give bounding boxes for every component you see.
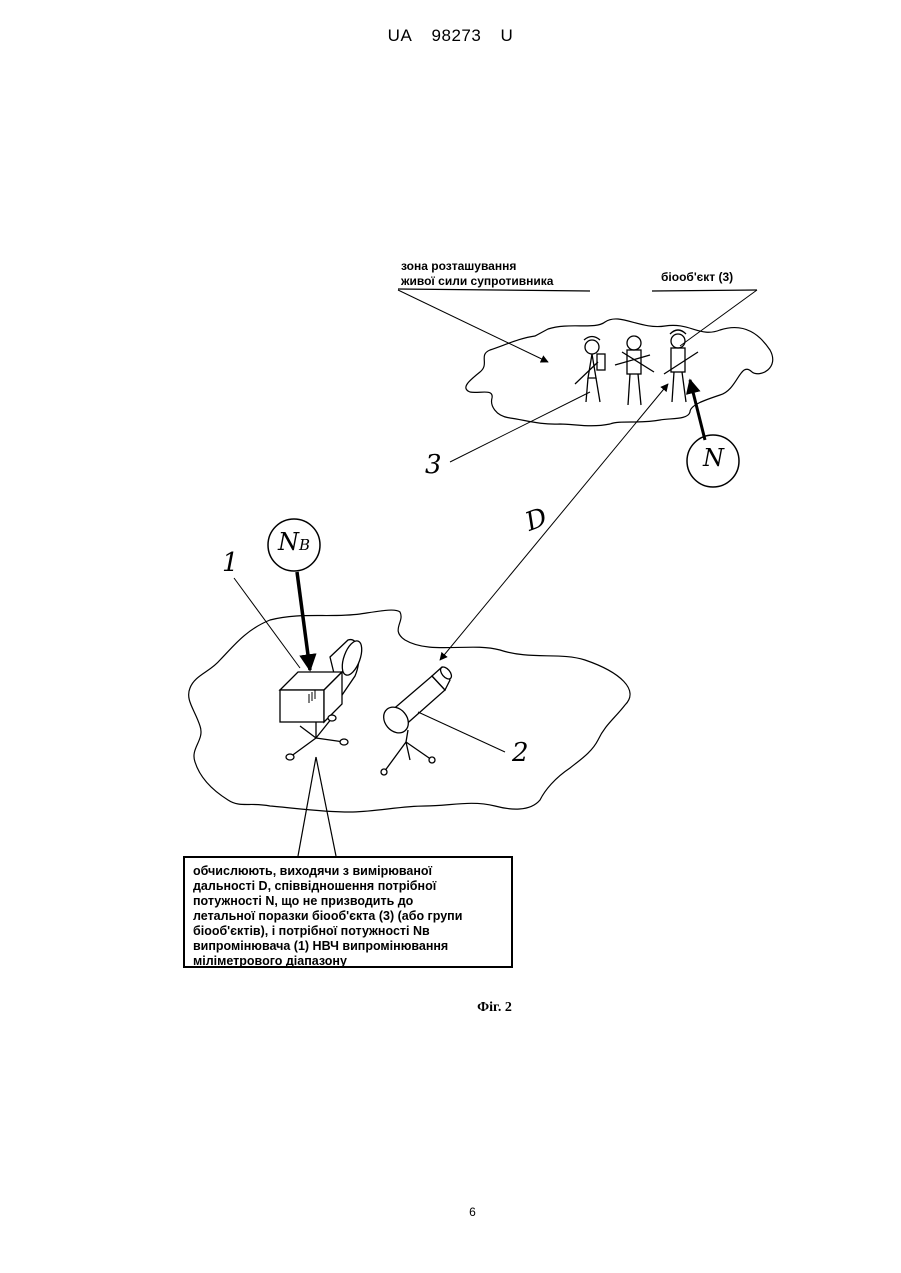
distance-d-arrow <box>440 384 668 660</box>
soldier-figure-2 <box>615 336 654 405</box>
zone-label-line-1: зона розташування <box>401 259 553 274</box>
power-nb-sub: B <box>299 536 310 554</box>
numeral-1: 1 <box>222 548 239 578</box>
rangefinder-device <box>379 665 454 775</box>
bioobject-label: біооб'єкт (3) <box>661 270 733 285</box>
figure-caption: Фіг. 2 <box>0 1000 901 1016</box>
calc-line-4: летальної поразки біооб'єкта (3) (або гр… <box>193 909 503 924</box>
power-nb-label: NB <box>278 528 310 556</box>
zone-label: зона розташування живої сили супротивник… <box>401 259 553 289</box>
calc-line-2: дальності D, співвідношення потрібної <box>193 879 503 894</box>
calc-line-1: обчислюють, виходячи з вимірюваної <box>193 864 503 879</box>
emitter-device <box>280 638 366 760</box>
calc-line-3: потужності N, що не призводить до <box>193 894 503 909</box>
enemy-zone-outline <box>466 319 773 426</box>
numeral-3: 3 <box>425 450 442 480</box>
calc-line-5: біооб'єктів), і потрібної потужності Nв <box>193 924 503 939</box>
calc-line-6: випромінювача (1) НВЧ випромінювання <box>193 939 503 954</box>
power-n-label: N <box>703 444 724 472</box>
calc-line-7: міліметрового діапазону <box>193 954 503 969</box>
calculation-text-box: обчислюють, виходячи з вимірюваної дальн… <box>183 856 513 968</box>
zone-label-line-2: живої сили супротивника <box>401 274 553 289</box>
page-number: 6 <box>0 1205 901 1219</box>
power-nb-main: N <box>278 528 299 556</box>
numeral-2: 2 <box>512 738 529 768</box>
